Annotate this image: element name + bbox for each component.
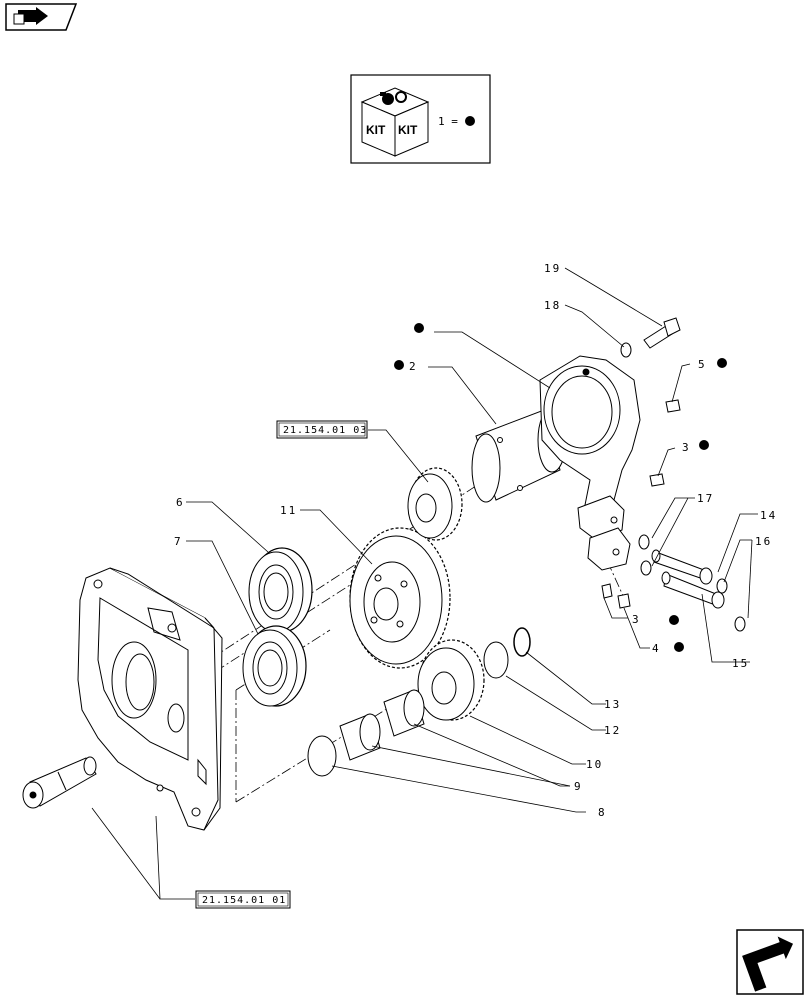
kit-box-icon: KIT KIT: [360, 87, 430, 157]
housing: [77, 567, 223, 831]
bush-3-lower: [617, 593, 631, 609]
pin-5: [665, 399, 681, 413]
label-18: 18: [544, 299, 561, 312]
label-15: 15: [732, 657, 749, 670]
reference-box-top[interactable]: 21.154.01 03: [276, 420, 368, 439]
label-10: 10: [586, 758, 603, 771]
leader-lines: [91, 267, 758, 900]
small-gear: [407, 467, 463, 541]
label-6: 6: [176, 496, 185, 509]
label-7: 7: [174, 535, 183, 548]
label-4: 4: [652, 642, 661, 655]
kit-label-right: KIT: [398, 123, 418, 137]
oring-16a: [716, 578, 728, 594]
bearing-7: [242, 625, 307, 707]
pin-14: [651, 549, 713, 585]
kit-markers: [394, 323, 727, 652]
label-19: 19: [544, 262, 561, 275]
kit-label-left: KIT: [366, 123, 386, 137]
reference-box-bottom[interactable]: 21.154.01 01: [195, 890, 291, 909]
kit-equation: 1 =: [438, 115, 458, 128]
needle-bearing-9b: [339, 713, 381, 761]
gear-10: [417, 639, 485, 721]
needle-bearing-9a: [383, 689, 425, 737]
bush-4: [601, 583, 613, 599]
washer-8: [307, 735, 337, 777]
bush-3-upper: [649, 473, 665, 487]
label-8: 8: [598, 806, 607, 819]
back-arrow-icon[interactable]: [5, 3, 78, 31]
oring-16b: [734, 616, 746, 632]
bolt-19: [643, 317, 681, 349]
pin-15: [661, 571, 725, 609]
output-shaft: [22, 756, 97, 809]
next-page-arrow-icon[interactable]: [736, 929, 804, 995]
reference-bottom-text: 21.154.01 01: [202, 895, 286, 906]
label-13: 13: [604, 698, 621, 711]
washer-18: [620, 342, 632, 358]
bearing-6: [248, 547, 313, 633]
label-9: 9: [574, 780, 583, 793]
gear-11: [349, 527, 451, 669]
label-5: 5: [698, 358, 707, 371]
label-14: 14: [760, 509, 777, 522]
label-17: 17: [697, 492, 714, 505]
oring-17a: [638, 534, 650, 550]
washer-12: [483, 641, 509, 679]
label-3-upper: 3: [682, 441, 691, 454]
kit-dot: [465, 116, 475, 126]
label-12: 12: [604, 724, 621, 737]
reference-top-text: 21.154.01 03: [283, 425, 367, 436]
label-16: 16: [755, 535, 772, 548]
snap-ring-13: [513, 627, 531, 657]
arm-assembly: [539, 355, 641, 571]
label-2: 2: [409, 360, 418, 373]
oring-17b: [640, 560, 652, 576]
label-11: 11: [280, 504, 297, 517]
label-3-lower: 3: [632, 613, 641, 626]
kit-legend: KIT KIT 1 =: [350, 74, 491, 164]
